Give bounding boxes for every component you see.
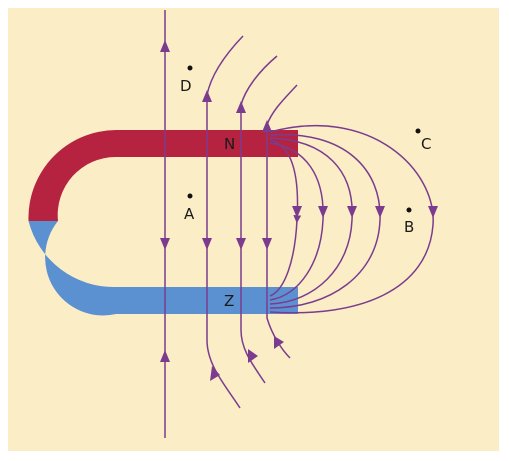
point-a-dot bbox=[188, 194, 193, 199]
north-pole-label: N bbox=[224, 135, 235, 153]
point-b-label: B bbox=[404, 218, 414, 236]
background-panel bbox=[8, 8, 499, 451]
point-c-label: C bbox=[421, 135, 431, 153]
south-pole-label: Z bbox=[224, 292, 234, 310]
point-d-dot bbox=[188, 66, 193, 71]
point-d-label: D bbox=[180, 77, 192, 95]
point-c-dot bbox=[416, 129, 421, 134]
point-a-label: A bbox=[184, 205, 195, 223]
point-b-dot bbox=[407, 208, 412, 213]
